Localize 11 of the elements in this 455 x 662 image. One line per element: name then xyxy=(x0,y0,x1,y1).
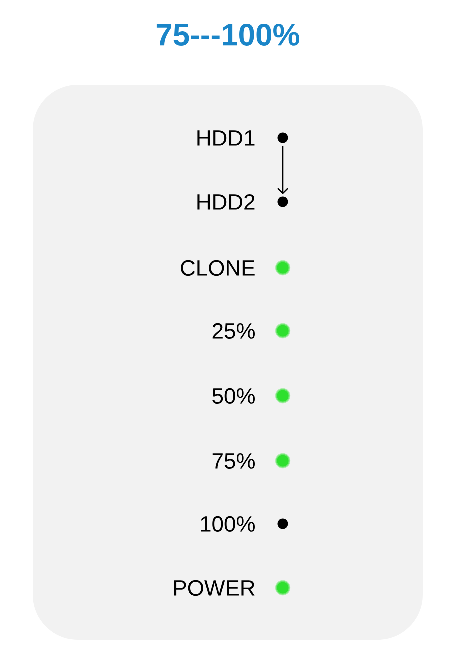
indicator-label: POWER xyxy=(174,580,255,596)
indicator-label: 50% xyxy=(212,388,255,404)
indicator-label: 100% xyxy=(201,516,255,532)
indicator-label: HDD1 xyxy=(198,130,255,146)
indicator-label: CLONE xyxy=(181,260,255,276)
indicator-label: HDD2 xyxy=(198,194,255,210)
indicator-label: 75% xyxy=(212,454,255,470)
arrow xyxy=(278,146,288,195)
panel xyxy=(33,85,423,640)
indicator-label: 25% xyxy=(212,323,255,340)
title: 75---100% xyxy=(156,24,300,46)
